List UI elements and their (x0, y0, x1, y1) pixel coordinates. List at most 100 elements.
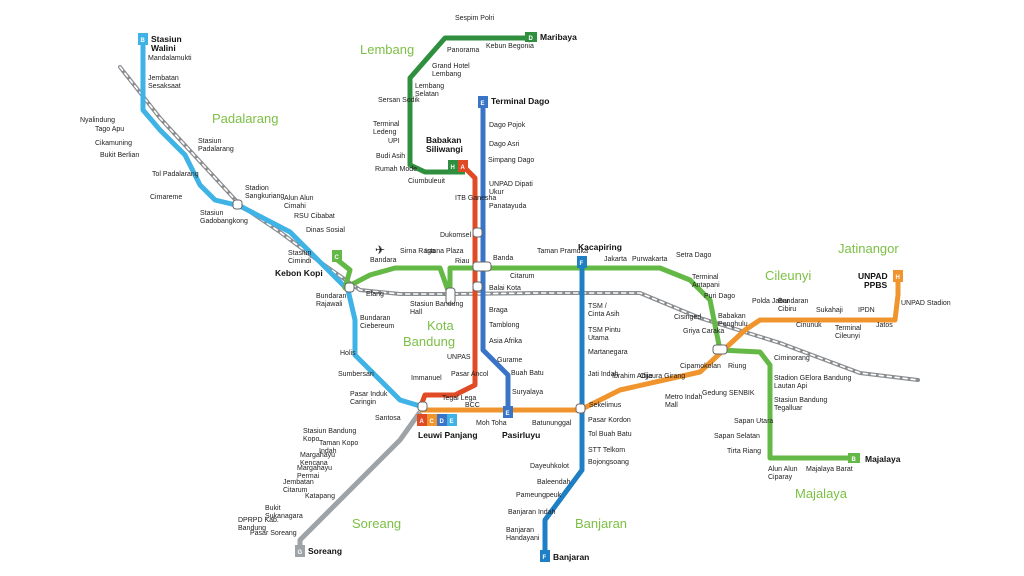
station-label: Polda Jabar (752, 298, 790, 305)
station-label: Rumah Mode (375, 166, 417, 173)
station-label: Setra Dago (676, 252, 712, 259)
station-label: Bojongsoang (588, 459, 629, 466)
station-label: ITB Ganesha (455, 195, 496, 202)
station-label: Braga (489, 307, 508, 314)
terminal-kacapiring: Kacapiring (578, 242, 622, 252)
station-label: Pasar Soreang (250, 530, 297, 537)
svg-text:E: E (506, 411, 510, 417)
station-label: Jatos (876, 322, 893, 329)
station-label: Tamblong (489, 322, 519, 329)
station-label: Cinunuk (796, 322, 822, 329)
station-label: Sukahaji (816, 307, 843, 314)
station-label: Cikamuning (95, 140, 132, 147)
station-label: Simpang Dago (488, 157, 534, 164)
svg-text:E: E (450, 419, 454, 425)
station-label: DPRPD Kab.Bandung (238, 517, 279, 532)
station-label: Immanuel (411, 375, 442, 382)
terminal-dago: Terminal Dago (491, 96, 549, 106)
station-label: Tol Buah Batu (588, 431, 632, 438)
station-label: Sapan Utara (734, 418, 773, 425)
station-label: Tago Apu (95, 126, 124, 133)
svg-text:D: D (529, 36, 534, 42)
station-label: Riung (728, 363, 746, 370)
station-label: Jakarta (604, 256, 627, 263)
station-label: Purwakarta (632, 256, 668, 263)
terminal-banjaran: Banjaran (553, 552, 589, 562)
station-label: Panatayuda (489, 203, 526, 210)
station-label: Mandalamukti (148, 55, 192, 62)
line-c (333, 256, 860, 461)
station-label: BCC (465, 402, 480, 409)
station-label: UNPAS (447, 354, 471, 361)
station-label: Majalaya Barat (806, 466, 853, 473)
station-label: Cimareme (150, 194, 182, 201)
station-label: Nyalindung (80, 117, 115, 124)
station-label: Sersan Sodik (378, 97, 420, 104)
station-label: Dago Pojok (489, 122, 526, 129)
station-label: Sekelimus (589, 402, 622, 409)
station-label: Cijaura Girang (640, 373, 685, 380)
line-f (542, 262, 585, 555)
station-label: TSM /Cinta Asih (588, 303, 620, 318)
line-d (407, 35, 530, 175)
line-a (417, 163, 478, 409)
station-label: Bukit Berlian (100, 152, 139, 159)
station-label: Suryalaya (512, 389, 543, 396)
station-label: Griya Caraka (683, 328, 724, 335)
station-label: STT Telkom (588, 447, 625, 454)
region-soreang: Soreang (352, 516, 401, 531)
station-label: Santosa (375, 415, 401, 422)
terminal-pasirluyu: Pasirluyu (502, 430, 540, 440)
station-label: Cisinged (674, 314, 701, 321)
station-label: Elang (366, 291, 384, 298)
station-label: Sumbersari (338, 371, 374, 378)
station-label: Kebun Begonia (486, 43, 534, 50)
station-label: Banda (493, 255, 513, 262)
terminal-badges: B D E H A C F H A C D E E B G F (138, 32, 903, 562)
station-label: Pasar Kordon (588, 417, 631, 424)
station-label: Dago Asri (489, 141, 520, 148)
station-label: Puri Dago (704, 293, 735, 300)
station-label: Jati Indah (588, 371, 618, 378)
region-banjaran: Banjaran (575, 516, 627, 531)
station-label: Sespim Polri (455, 15, 495, 22)
svg-text:A: A (420, 419, 425, 425)
line-g (297, 410, 423, 550)
station-label: RSU Cibabat (294, 213, 335, 220)
svg-text:F: F (580, 261, 584, 267)
station-label: Banjaran Indah (508, 509, 556, 516)
region-lembang: Lembang (360, 42, 414, 57)
station-label: Ciminorang (774, 355, 810, 362)
station-label: Bandara (370, 257, 397, 264)
region-padalarang: Padalarang (212, 111, 279, 126)
station-label: Holis (340, 350, 356, 357)
region-cileunyi: Cileunyi (765, 268, 811, 283)
station-label: Tol Padalarang (152, 171, 199, 178)
station-label: Balai Kota (489, 285, 521, 292)
